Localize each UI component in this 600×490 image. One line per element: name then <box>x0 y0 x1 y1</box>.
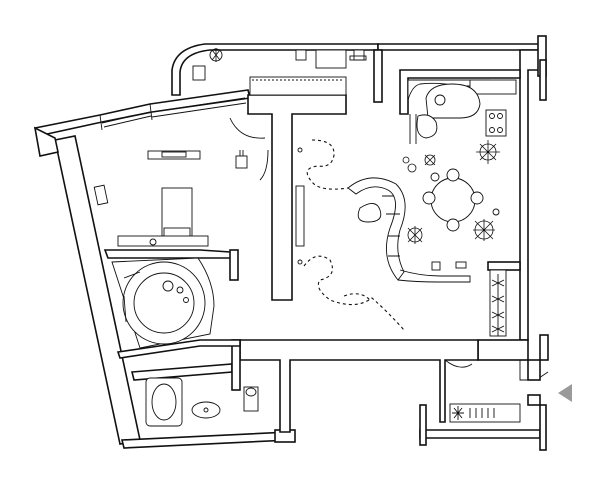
small-bathroom <box>145 377 259 427</box>
stove-counter <box>449 403 521 423</box>
wardrobe <box>489 269 507 337</box>
desk <box>117 235 209 247</box>
sink <box>191 401 221 419</box>
kitchen-island <box>425 83 481 119</box>
right-wall-upper <box>519 49 541 341</box>
plant-icon <box>407 226 423 244</box>
hall <box>192 48 471 331</box>
upper-left-wall <box>33 89 251 137</box>
bedroom <box>93 117 266 247</box>
path-top <box>306 139 349 190</box>
bottom-right-wall <box>419 429 541 439</box>
curved-sofa <box>347 177 406 281</box>
kitchen-left-wall <box>373 49 383 103</box>
hall-chair <box>192 65 206 81</box>
dining-table <box>430 177 476 223</box>
bathtub <box>145 377 183 427</box>
chair <box>235 155 248 169</box>
path-bottom <box>303 255 405 331</box>
top-desk <box>315 49 347 69</box>
entry <box>444 359 549 423</box>
triangle-entry-icon <box>558 384 572 402</box>
top-wall-right <box>377 43 541 51</box>
bottom-wall <box>120 431 291 449</box>
round-bathroom <box>111 257 215 349</box>
plant-icon <box>476 140 500 164</box>
plant-icon <box>473 219 495 241</box>
outer-walls <box>33 35 547 451</box>
interior-walls <box>103 49 529 433</box>
asterisk-burner-icon <box>452 406 464 420</box>
oven <box>485 109 507 137</box>
mid-horizontal-wall <box>239 339 479 433</box>
t-wall <box>247 94 347 301</box>
kitchen <box>402 79 517 337</box>
plant-icon <box>424 154 436 166</box>
